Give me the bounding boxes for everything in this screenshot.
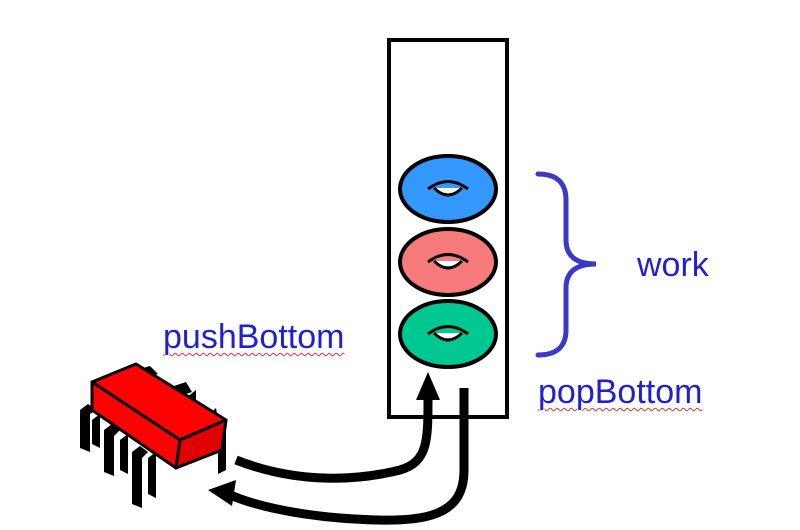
push-arrow (234, 397, 433, 483)
task-bottom-donut-icon (398, 299, 498, 369)
pop-arrow (226, 388, 469, 525)
processor-chip-icon (80, 362, 228, 508)
task-middle-donut-icon (398, 227, 498, 297)
push-arrow-head (416, 372, 440, 400)
push-bottom-label: pushBottom (163, 318, 345, 356)
task-top-donut-icon (398, 154, 498, 224)
work-brace (535, 171, 597, 358)
pop-arrow-head (208, 480, 236, 506)
pop-bottom-label: popBottom (538, 373, 703, 411)
work-label: work (637, 246, 709, 284)
